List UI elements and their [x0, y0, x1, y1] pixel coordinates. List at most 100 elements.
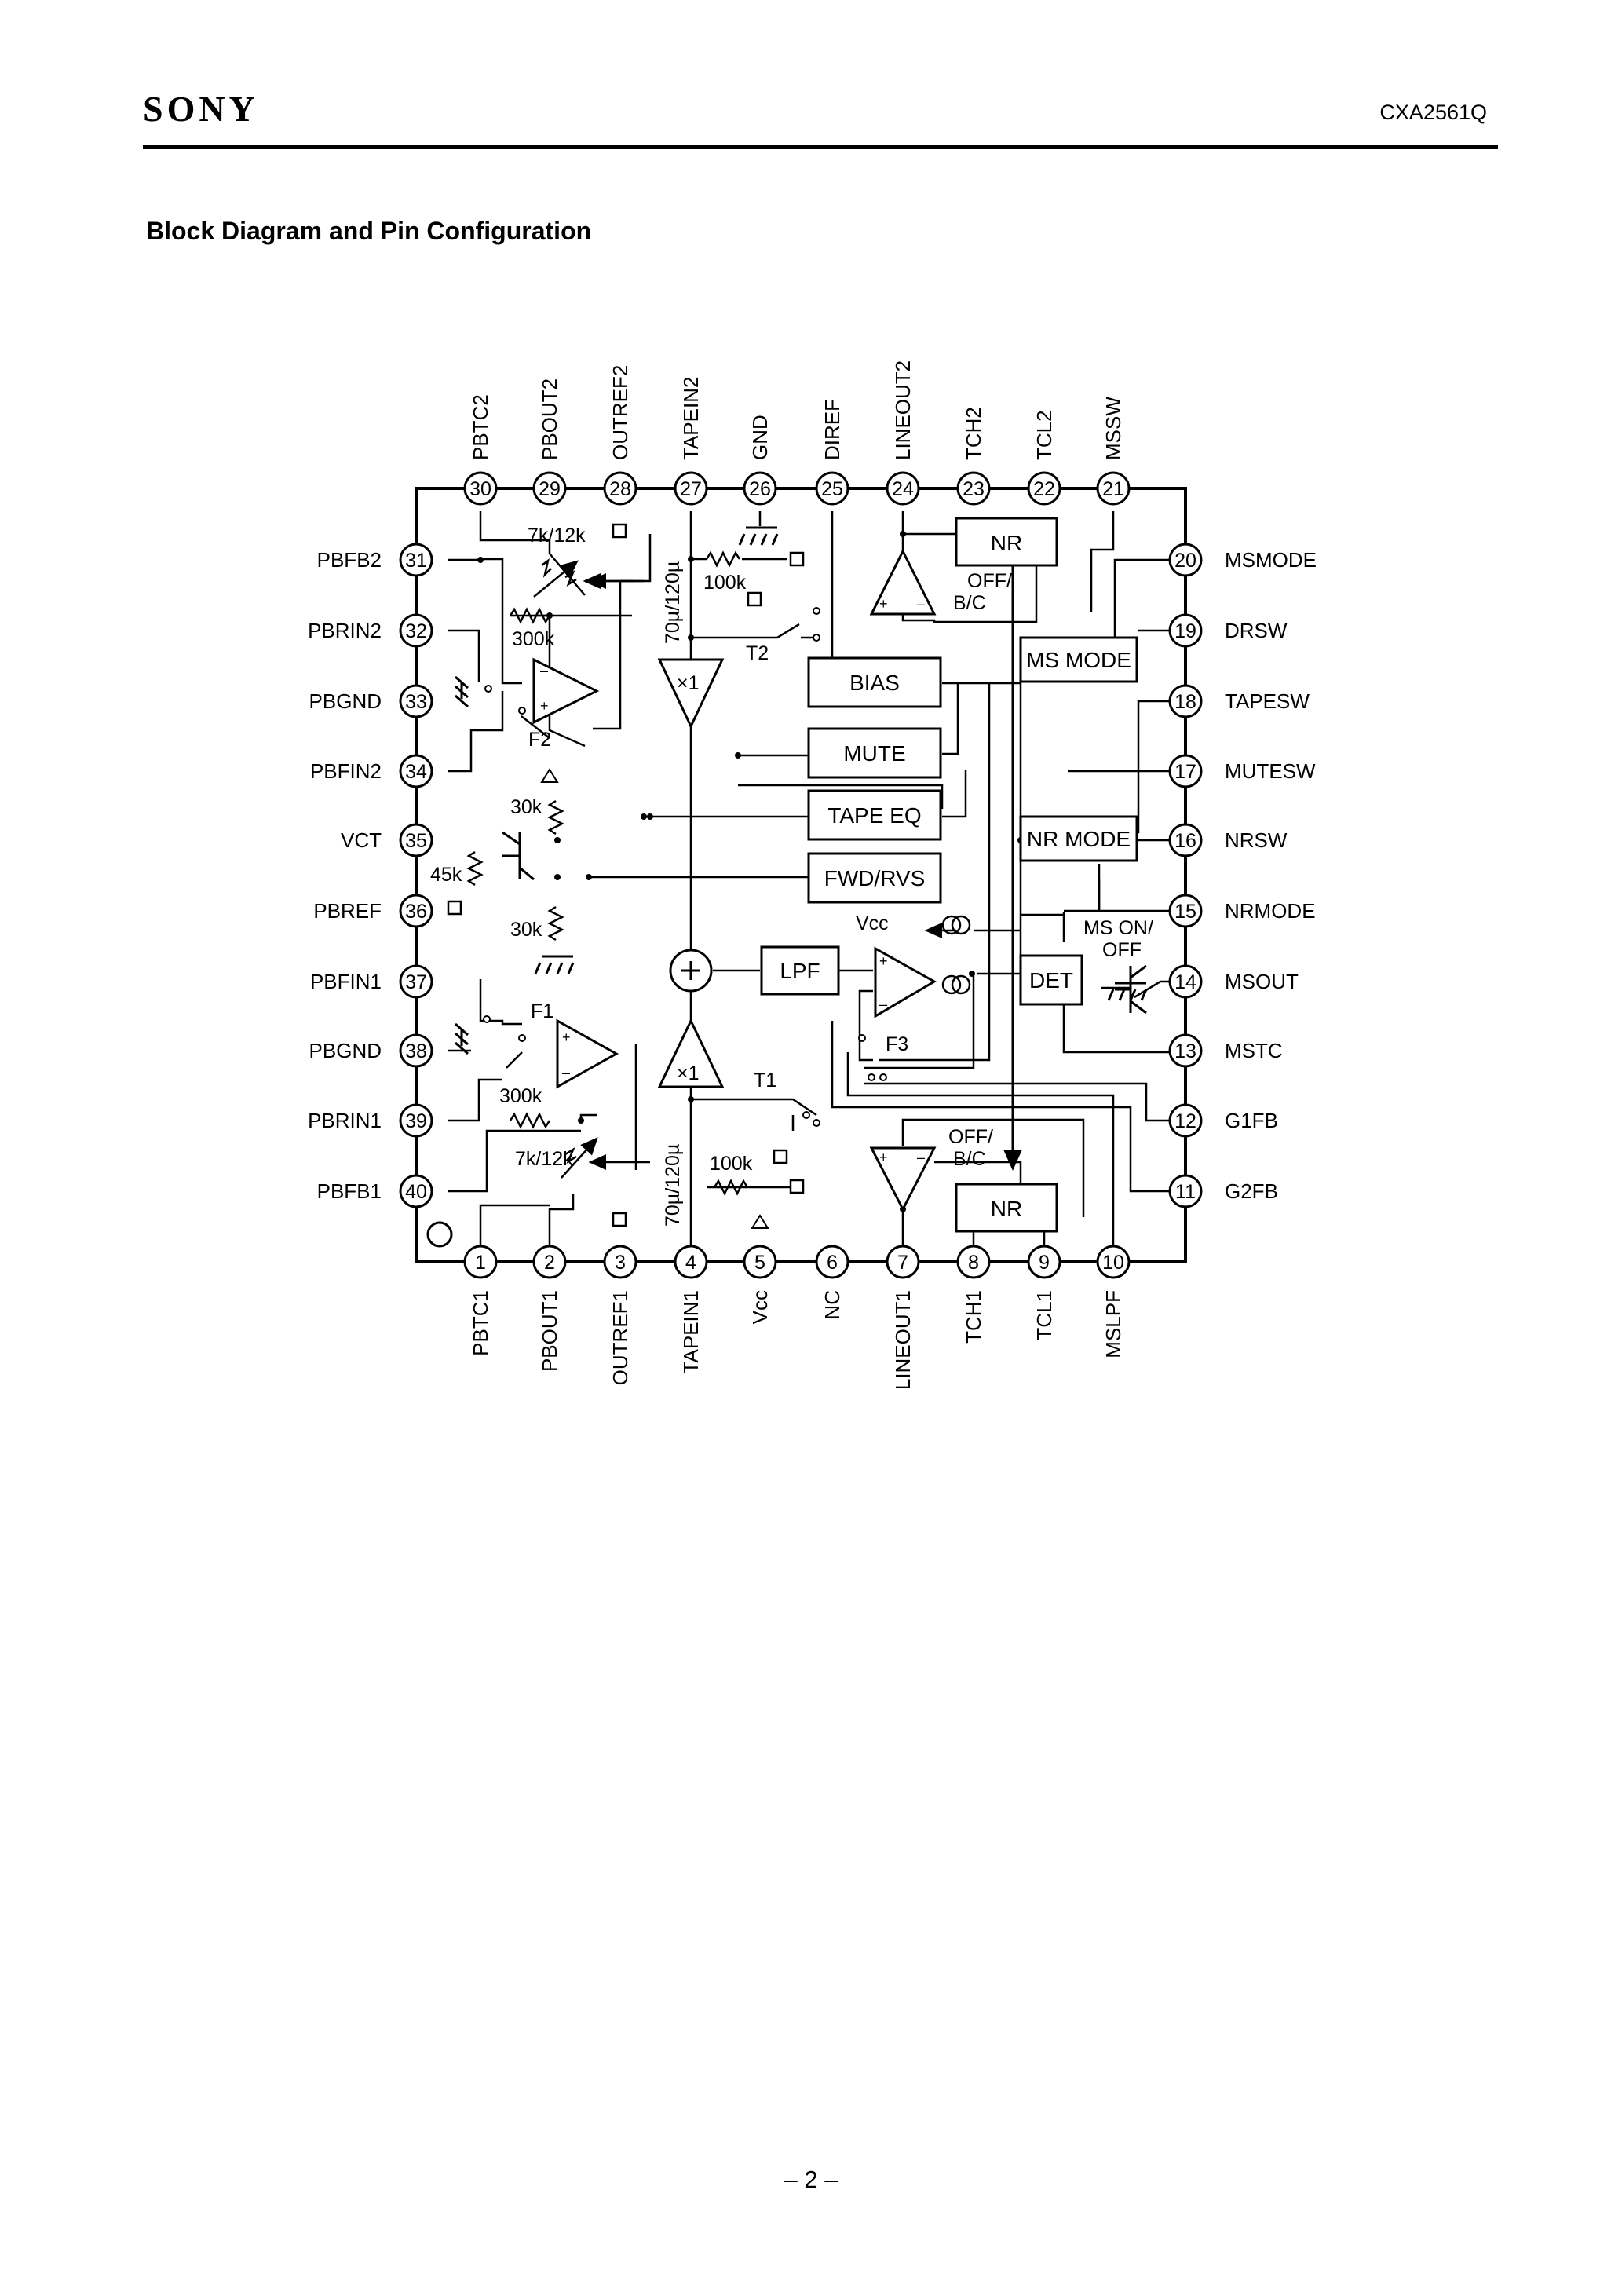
- small-terminals: [447, 523, 805, 1227]
- opamp-f1: [556, 1018, 619, 1089]
- pin-40-number: 40: [405, 1181, 427, 1203]
- pin-16-number: 16: [1174, 830, 1196, 852]
- opamp-f2: [532, 657, 600, 725]
- pin-31-number: 31: [405, 550, 427, 572]
- pin-8-name: TCH1: [962, 1290, 985, 1344]
- pin-30-number: 30: [469, 478, 491, 500]
- pin-2-name: PBOUT1: [538, 1290, 561, 1372]
- pin-21-circle: [1096, 471, 1131, 506]
- pin-23-name: TCH2: [962, 407, 985, 460]
- label-sw-f1: F1: [531, 1000, 553, 1022]
- opamp-triangles: [532, 548, 937, 1212]
- pin-20-name: MSMODE: [1225, 548, 1317, 572]
- pin-8-circle: [956, 1245, 991, 1279]
- label-tape-eq: TAPE EQ: [827, 803, 921, 828]
- label-sw-f3: F3: [886, 1033, 908, 1055]
- pin-40-name: PBFB1: [317, 1179, 382, 1203]
- pin-34-name: PBFIN2: [310, 759, 382, 783]
- pin-37-circle: [399, 964, 433, 999]
- pin-13-circle: [1168, 1033, 1203, 1068]
- pin-15-circle: [1168, 894, 1203, 928]
- pin-17-number: 17: [1174, 761, 1196, 783]
- pin-10-name: MSLPF: [1101, 1290, 1125, 1358]
- pin-4-circle: [674, 1245, 708, 1279]
- pin-39-number: 39: [405, 1110, 427, 1132]
- pin-19-circle: [1168, 613, 1203, 648]
- pin-15-number: 15: [1174, 901, 1196, 923]
- label-off-top: OFF/: [967, 570, 1012, 592]
- pin-32-number: 32: [405, 620, 427, 642]
- pin-18-circle: [1168, 684, 1203, 718]
- label-r-300k-top: 300k: [512, 628, 555, 650]
- pin-27-circle: [674, 471, 708, 506]
- pin-10-circle: [1096, 1245, 1131, 1279]
- pin-15-name: NRMODE: [1225, 899, 1316, 923]
- label-ms-on: MS ON/: [1083, 917, 1153, 939]
- pin-24-number: 24: [892, 478, 914, 500]
- svg-text:–: –: [562, 1065, 570, 1080]
- label-r-30k-upper: 30k: [510, 796, 542, 818]
- pin-17-circle: [1168, 754, 1203, 788]
- svg-text:+: +: [879, 596, 888, 612]
- pin-24-circle: [886, 471, 920, 506]
- pin-36-name: PBREF: [313, 899, 382, 923]
- pin-7-circle: [886, 1245, 920, 1279]
- functional-blocks: [760, 517, 1138, 1233]
- pin-14-name: MSOUT: [1225, 970, 1299, 993]
- svg-text:–: –: [917, 1150, 925, 1165]
- label-bias: BIAS: [849, 671, 900, 695]
- pin-3-number: 3: [615, 1252, 626, 1274]
- pin-40-circle: [399, 1174, 433, 1208]
- pin-9-name: TCL1: [1032, 1290, 1056, 1340]
- svg-text:–: –: [879, 996, 887, 1012]
- current-sources: [941, 915, 971, 995]
- label-buf-x1-top: ×1: [677, 672, 700, 694]
- pin-26-number: 26: [749, 478, 771, 500]
- pin-10-number: 10: [1102, 1252, 1124, 1274]
- label-vcc-internal: Vcc: [856, 912, 889, 934]
- pin-28-name: OUTREF2: [608, 365, 632, 460]
- pin-2-circle: [532, 1245, 567, 1279]
- pin-11-number: 11: [1175, 1181, 1196, 1203]
- pin-11-circle: [1168, 1174, 1203, 1208]
- pin-7-number: 7: [897, 1252, 908, 1274]
- label-mute: MUTE: [843, 741, 905, 766]
- pin-1-circle: [463, 1245, 498, 1279]
- pin-35-circle: [399, 823, 433, 857]
- pin-23-number: 23: [963, 478, 985, 500]
- pin-6-number: 6: [827, 1252, 838, 1274]
- pin-24-name: LINEOUT2: [891, 360, 915, 460]
- opamp-pins: +– +– +– +– +–: [540, 596, 925, 1165]
- label-r-7k12k-top: 7k/12k: [528, 525, 586, 547]
- label-cap-top: 70µ/120µ: [662, 561, 684, 644]
- variable-resistor-top-arrow: [533, 560, 579, 598]
- pin-26-name: GND: [748, 415, 772, 460]
- annotation-labels: 7k/12k 300k 100k 70µ/120µ T2 F2 ×1 ×1 30…: [430, 525, 1153, 1227]
- label-ms-mode: MS MODE: [1026, 648, 1131, 672]
- pin-32-name: PBRIN2: [308, 619, 382, 642]
- block-ms-mode: [1019, 636, 1138, 683]
- opamp-lpf: [874, 946, 937, 1018]
- label-cap-bottom: 70µ/120µ: [662, 1144, 684, 1227]
- vcc-arrows: [540, 768, 769, 1229]
- pin-27-number: 27: [680, 478, 702, 500]
- pin-19-name: DRSW: [1225, 619, 1288, 642]
- label-off-bottom: OFF/: [948, 1126, 993, 1148]
- label-det: DET: [1029, 968, 1073, 993]
- label-nr-bottom: NR: [991, 1197, 1022, 1221]
- label-sw-f2: F2: [528, 729, 551, 751]
- pin-19-number: 19: [1174, 620, 1196, 642]
- pin-4-number: 4: [685, 1252, 696, 1274]
- pin-31-name: PBFB2: [317, 548, 382, 572]
- pin-32-circle: [399, 613, 433, 648]
- label-fwd-rvs: FWD/RVS: [824, 866, 926, 890]
- pin-9-circle: [1027, 1245, 1061, 1279]
- pin-33-number: 33: [405, 691, 427, 713]
- pin-33-name: PBGND: [309, 689, 382, 713]
- label-r-7k12k-bottom: 7k/12k: [515, 1148, 573, 1170]
- pin-13-name: MSTC: [1225, 1039, 1283, 1062]
- pin-26-circle: [743, 471, 777, 506]
- pin-30-name: PBTC2: [469, 394, 492, 460]
- svg-text:+: +: [879, 953, 888, 969]
- resistors: [466, 550, 749, 1196]
